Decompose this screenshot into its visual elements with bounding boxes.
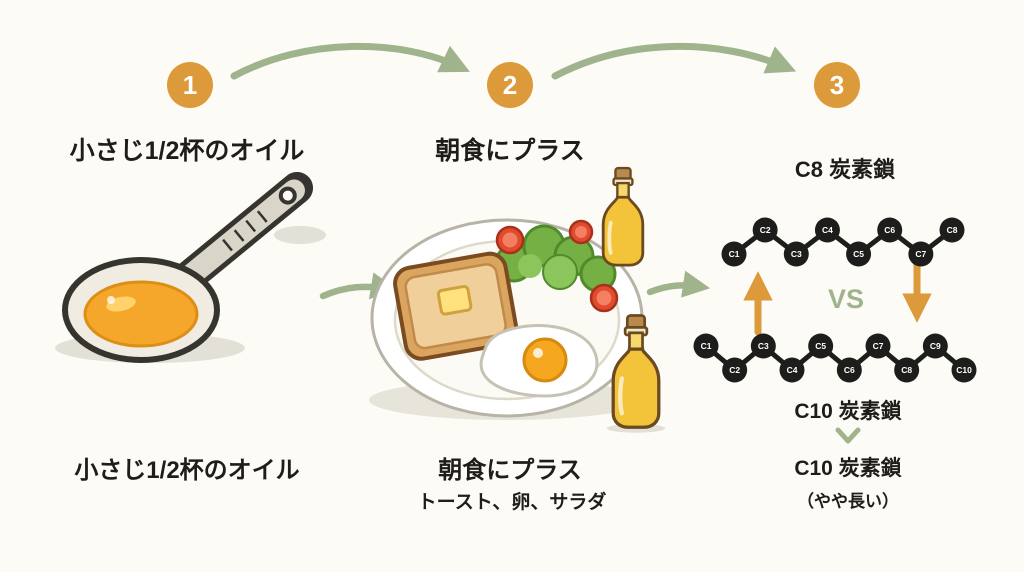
step-1-badge: 1 — [167, 62, 213, 108]
carbon-node — [750, 333, 776, 359]
arrow-step2-to-step3 — [551, 43, 797, 80]
carbon-node — [752, 217, 778, 243]
carbon-node — [877, 217, 903, 243]
svg-text:C7: C7 — [873, 341, 884, 351]
svg-text:C4: C4 — [822, 225, 833, 235]
svg-text:C8: C8 — [901, 365, 912, 375]
carbon-node — [865, 333, 891, 359]
carbon-node — [908, 241, 934, 267]
handle-hole — [278, 186, 297, 205]
svg-text:C9: C9 — [930, 341, 941, 351]
bottle-body — [601, 195, 645, 267]
chevron-down-icon — [835, 427, 861, 444]
svg-text:C8: C8 — [947, 225, 958, 235]
oil-bottle-small — [601, 166, 645, 267]
step-1-title: 小さじ1/2杯のオイル — [69, 137, 305, 165]
handle-shadow — [274, 226, 326, 244]
carbon-node — [836, 357, 862, 383]
result-note: （やや長い） — [797, 492, 899, 511]
toast — [393, 251, 519, 361]
carbon-node — [922, 333, 948, 359]
carbon-node — [894, 357, 920, 383]
chain-c10-label: C10 炭素鎖 — [794, 400, 902, 423]
svg-text:C3: C3 — [758, 341, 769, 351]
svg-text:C2: C2 — [760, 225, 771, 235]
carbon-node — [846, 241, 872, 267]
vs-label: VS — [827, 284, 865, 314]
carbon-node — [722, 357, 748, 383]
salad-tomatoes — [495, 219, 619, 313]
step-1-caption: 小さじ1/2杯のオイル — [74, 457, 300, 484]
carbon-node — [808, 333, 834, 359]
carbon-node — [783, 241, 809, 267]
step-2-subcaption: トースト、卵、サラダ — [417, 492, 607, 513]
carbon-node — [693, 333, 719, 359]
carbon-node — [779, 357, 805, 383]
fried-egg — [479, 324, 599, 398]
oil-bottle-large — [606, 314, 666, 433]
svg-text:C5: C5 — [815, 341, 826, 351]
spoon-oil — [83, 280, 199, 348]
carbon-node — [721, 241, 747, 267]
carbon-node — [951, 357, 977, 383]
svg-text:C2: C2 — [729, 365, 740, 375]
svg-text:C1: C1 — [701, 341, 712, 351]
step-2-caption: 朝食にプラス — [438, 457, 582, 484]
measuring-spoon-illustration — [55, 171, 326, 363]
svg-text:C6: C6 — [844, 365, 855, 375]
step-3-title: C8 炭素鎖 — [794, 157, 896, 182]
result-label: C10 炭素鎖 — [794, 457, 902, 480]
spoon-handle — [169, 171, 314, 296]
svg-text:C4: C4 — [787, 365, 798, 375]
svg-text:C5: C5 — [853, 249, 864, 259]
step-2-title: 朝食にプラス — [435, 137, 585, 165]
svg-text:C3: C3 — [791, 249, 802, 259]
arrow-step1-to-step2 — [230, 43, 470, 80]
carbon-node — [814, 217, 840, 243]
step-2-badge: 2 — [487, 62, 533, 108]
carbon-node — [939, 217, 965, 243]
svg-text:C6: C6 — [884, 225, 895, 235]
step-3-badge: 3 — [814, 62, 860, 108]
breakfast-plate-illustration — [369, 218, 645, 420]
svg-text:C10: C10 — [956, 365, 972, 375]
butter — [436, 285, 473, 316]
egg-yolk — [522, 337, 568, 383]
svg-text:C1: C1 — [729, 249, 740, 259]
bottle-body — [611, 347, 661, 429]
svg-text:C7: C7 — [915, 249, 926, 259]
